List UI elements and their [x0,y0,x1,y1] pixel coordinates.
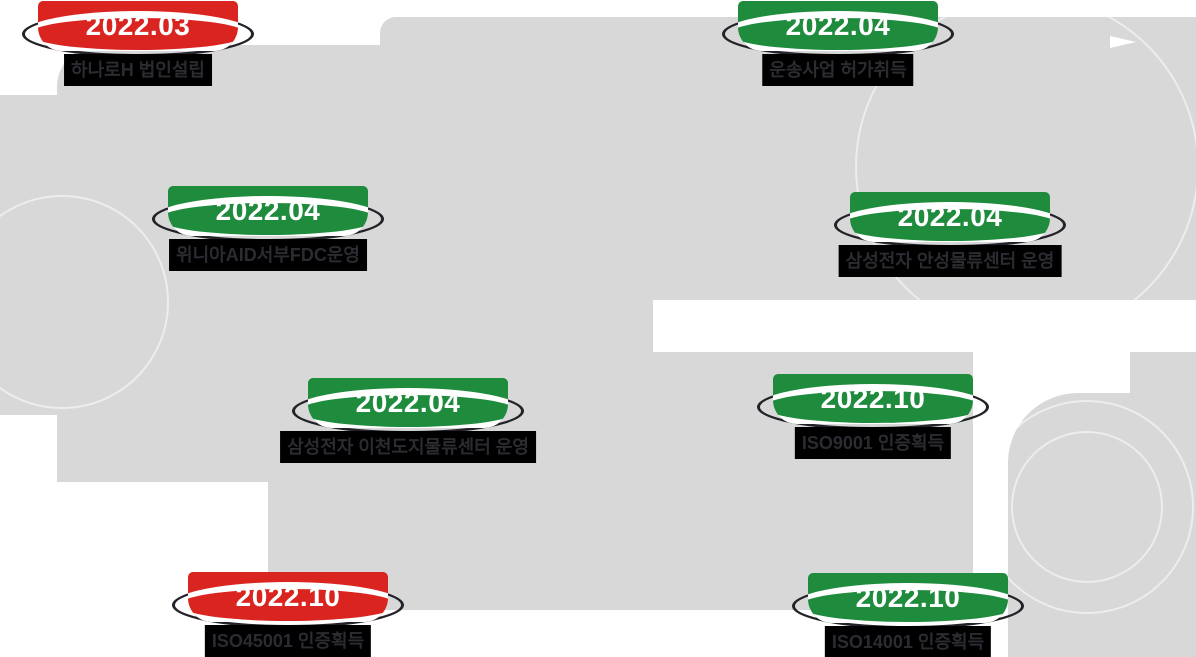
orbit-ellipse-icon [850,202,1050,242]
orbit-ellipse-icon [308,388,508,428]
milestone-2022-04-icheon: 2022.04 삼성전자 이천도지물류센터 운영 [280,378,536,463]
date-badge: 2022.04 [722,1,954,57]
orbit-ellipse-icon [38,11,238,51]
milestone-2022-10-iso45001: 2022.10 ISO45001 인증획득 [172,572,404,657]
badge-date: 2022.04 [897,201,1003,232]
badge-date: 2022.04 [355,387,461,418]
orbit-ellipse-icon [773,384,973,424]
milestone-label: ISO9001 인증획득 [794,427,952,459]
date-badge: 2022.04 [152,186,384,242]
decorative-ring-loop-inner [1011,431,1163,583]
milestone-2022-10-iso14001: 2022.10 ISO14001 인증획득 [792,573,1024,657]
orbit-ellipse-icon [188,582,388,622]
date-badge: 2022.03 [22,1,254,57]
decorative-ring-top-right [855,0,1196,339]
orbit-ellipse-icon [738,11,938,51]
milestone-label: 운송사업 허가취득 [762,54,914,86]
background-band-middle-right [1027,352,1130,398]
date-badge: 2022.10 [792,573,1024,629]
date-badge: 2022.04 [834,192,1066,248]
date-badge: 2022.10 [172,572,404,628]
orbit-ellipse-icon [808,583,1008,623]
milestone-label: ISO45001 인증획득 [204,625,372,657]
badge-date: 2022.10 [820,383,926,414]
orbit-ellipse-icon [168,196,368,236]
date-badge: 2022.04 [292,378,524,434]
milestone-2022-04-winia: 2022.04 위니아AID서부FDC운영 [152,186,384,271]
milestone-2022-03-hanaro: 2022.03 하나로H 법인설립 [22,1,254,86]
milestone-label: 삼성전자 이천도지물류센터 운영 [280,431,536,463]
milestone-2022-04-anseong: 2022.04 삼성전자 안성물류센터 운영 [834,192,1066,277]
milestone-2022-10-iso9001: 2022.10 ISO9001 인증획득 [757,374,989,459]
decorative-ring-loop-outer [980,400,1194,614]
milestone-2022-04-license: 2022.04 운송사업 허가취득 [722,1,954,86]
milestone-label: 위니아AID서부FDC운영 [169,239,367,271]
milestone-label: 하나로H 법인설립 [64,54,212,86]
milestone-label: 삼성전자 안성물류센터 운영 [838,245,1062,277]
milestone-label: ISO14001 인증획득 [824,626,992,657]
badge-date: 2022.04 [215,195,321,226]
badge-date: 2022.10 [855,582,961,613]
badge-date: 2022.03 [85,10,191,41]
date-badge: 2022.10 [757,374,989,430]
road-direction-arrow-icon [1110,36,1136,48]
badge-date: 2022.10 [235,581,341,612]
badge-date: 2022.04 [785,10,891,41]
